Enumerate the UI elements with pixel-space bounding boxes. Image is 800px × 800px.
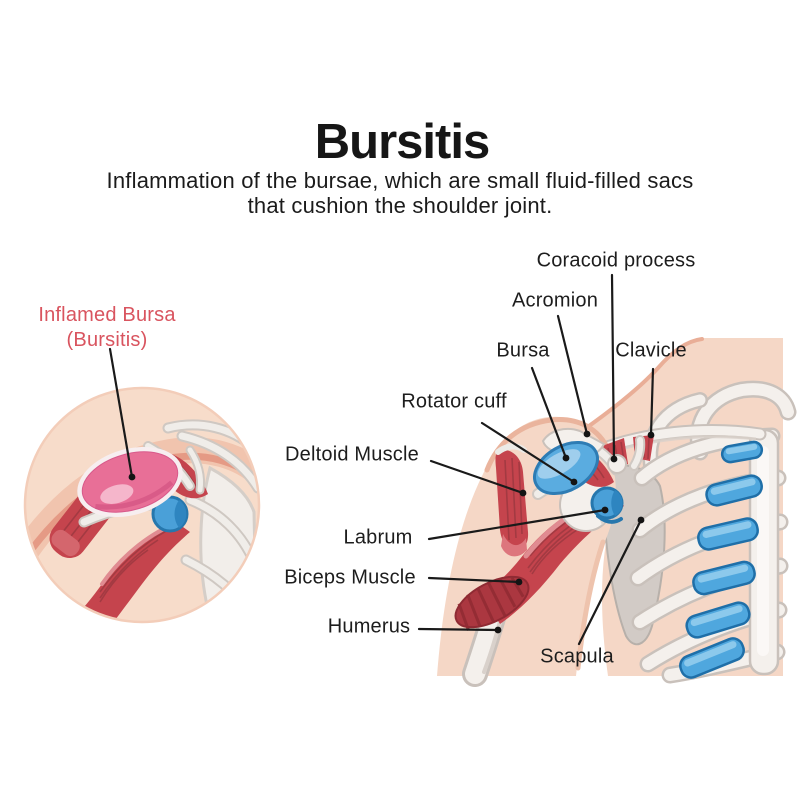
inset-illustration	[23, 386, 261, 624]
label-labrum: Labrum	[343, 526, 413, 549]
inflamed-bursa-shape	[77, 446, 183, 518]
label-deltoid-muscle: Deltoid Muscle	[285, 443, 419, 466]
biceps-cut-end	[454, 575, 530, 631]
costal-cartilage	[679, 440, 764, 679]
inset-rim	[23, 386, 261, 624]
leader-lines	[108, 273, 655, 646]
label-humerus: Humerus	[327, 615, 411, 638]
label-acromion: Acromion	[511, 289, 599, 312]
label-scapula: Scapula	[540, 645, 614, 668]
bursa-shape	[533, 440, 599, 496]
label-inflamed-bursa-line2: (Bursitis)	[66, 329, 148, 351]
inset-labrum	[151, 495, 189, 533]
page-subtitle-line1: Inflammation of the bursae, which are sm…	[106, 168, 694, 193]
label-bursa: Bursa	[496, 339, 550, 362]
page-title: Bursitis	[314, 115, 490, 169]
label-inflamed-bursa: Inflamed Bursa (Bursitis)	[38, 303, 175, 353]
label-rotator-cuff: Rotator cuff	[401, 390, 507, 413]
label-coracoid-process: Coracoid process	[536, 249, 696, 272]
label-clavicle: Clavicle	[615, 339, 687, 362]
page-subtitle-line2: that cushion the shoulder joint.	[247, 193, 553, 218]
sternum-bone	[748, 428, 780, 676]
label-biceps-muscle: Biceps Muscle	[284, 566, 416, 589]
label-inflamed-bursa-line1: Inflamed Bursa	[38, 304, 176, 326]
